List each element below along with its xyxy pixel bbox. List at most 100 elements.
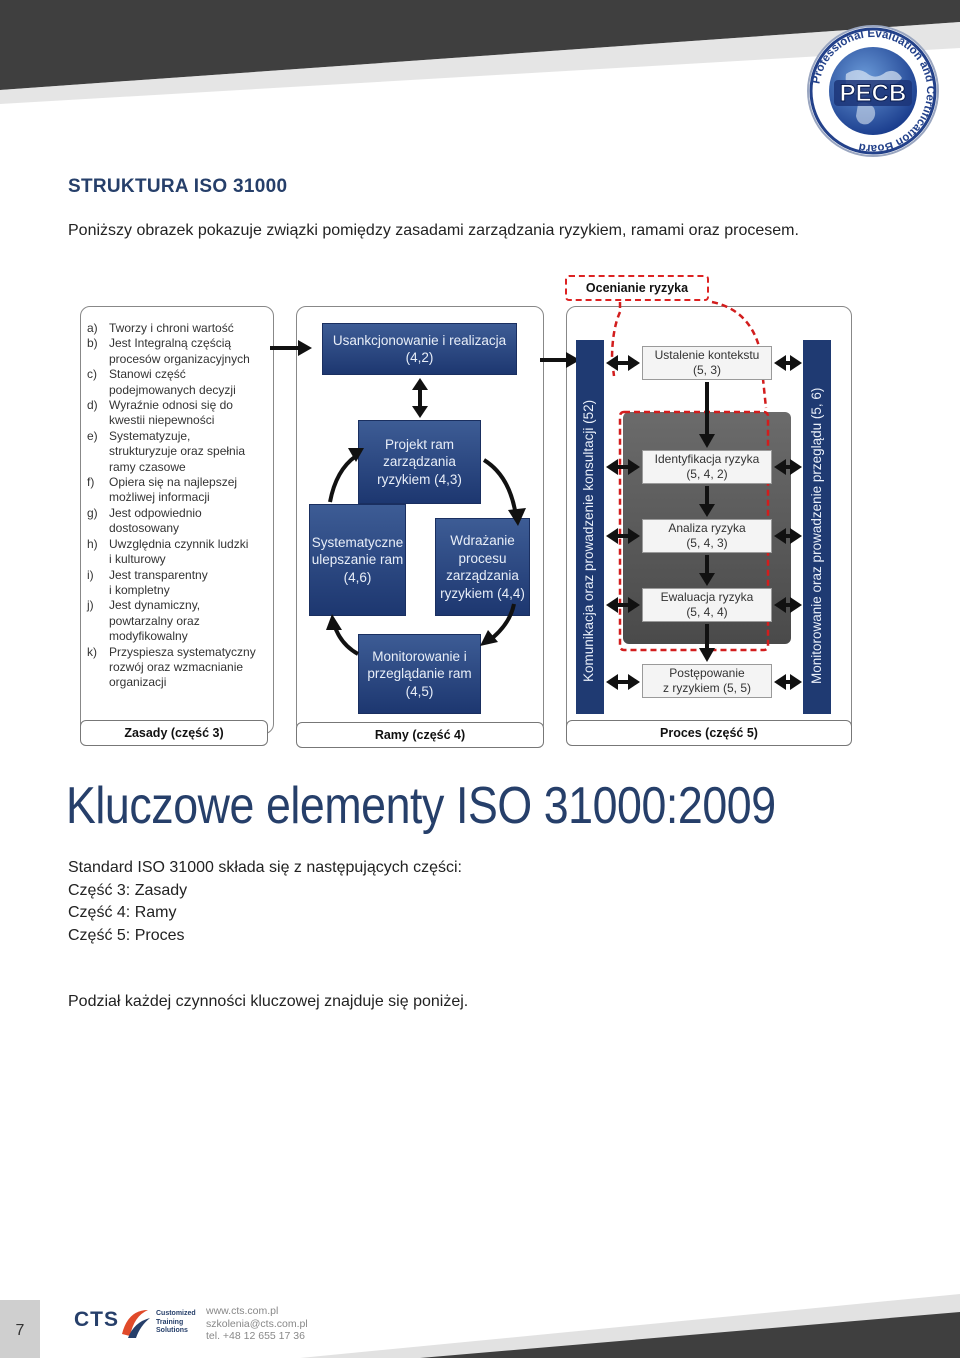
framework-implement-box: Wdrażanie procesu zarządzania ryzykiem (… bbox=[435, 518, 530, 616]
principle-letter: a) bbox=[87, 321, 98, 335]
principle-text: strukturyzuje oraz spełnia bbox=[109, 444, 246, 459]
principle-text: Przyspiesza systematyczny bbox=[109, 644, 256, 659]
arrow-head bbox=[628, 597, 640, 613]
principle-text: możliwej informacji bbox=[109, 490, 210, 505]
step-context-ref: (5, 3) bbox=[692, 363, 721, 377]
principle-item: f) Opiera się na najlepszej bbox=[87, 475, 273, 490]
principle-text: Jest Integralną częścią bbox=[109, 336, 232, 351]
principle-item: kwestii niepewności bbox=[87, 413, 273, 428]
section-title: STRUKTURA ISO 31000 bbox=[68, 176, 288, 197]
arrow-head bbox=[628, 459, 640, 475]
step-identification-ref: (5, 4, 2) bbox=[686, 467, 728, 481]
principles-label: Zasady (część 3) bbox=[80, 720, 268, 746]
principle-letter: f) bbox=[87, 475, 95, 490]
principle-letter: c) bbox=[87, 367, 97, 382]
cts-logo: CTS bbox=[74, 1308, 119, 1331]
principle-item: możliwej informacji bbox=[87, 490, 273, 505]
part-4: Część 4: Ramy bbox=[68, 904, 177, 921]
process-arrows bbox=[606, 355, 802, 690]
principle-text: procesów organizacyjnych bbox=[109, 351, 250, 366]
cts-tagline-3: Solutions bbox=[156, 1327, 188, 1334]
principle-text: Jest transparentny bbox=[109, 567, 208, 582]
principle-item: powtarzalny oraz bbox=[87, 614, 273, 629]
cts-swoosh-icon bbox=[122, 1310, 150, 1338]
monitoring-bar: Monitorowanie oraz prowadzenie przeglądu… bbox=[803, 340, 831, 714]
arrow-head bbox=[606, 674, 618, 690]
principle-text: rozwój oraz wzmacnianie bbox=[109, 659, 244, 674]
arrow-head bbox=[774, 355, 786, 371]
contact-info: www.cts.com.pl szkolenia@cts.com.pl tel.… bbox=[206, 1305, 308, 1343]
principle-item: g)Jest odpowiednio bbox=[87, 506, 273, 521]
svg-text:PECB: PECB bbox=[840, 80, 907, 107]
intro-text: Poniższy obrazek pokazuje związki pomięd… bbox=[68, 222, 799, 239]
arrow-head bbox=[774, 528, 786, 544]
principle-item: j)Jest dynamiczny, bbox=[87, 598, 273, 613]
principle-item: i) Jest transparentny bbox=[87, 568, 273, 583]
monitoring-label: Monitorowanie oraz prowadzenie przeglądu… bbox=[809, 387, 824, 684]
arrow-head bbox=[606, 355, 618, 371]
principle-text: Systematyzuje, bbox=[109, 428, 191, 443]
step-identification: Identyfikacja ryzyka (5, 4, 2) bbox=[642, 450, 772, 484]
framework-monitor-box: Monitorowanie i przeglądanie ram (4,5) bbox=[358, 634, 481, 714]
principle-item: organizacji bbox=[87, 675, 273, 690]
principles-to-framework-arrow bbox=[270, 340, 312, 356]
principle-letter: g) bbox=[87, 505, 98, 520]
principle-letter: k) bbox=[87, 644, 97, 659]
principle-text: dostosowany bbox=[109, 521, 180, 536]
email-link[interactable]: szkolenia@cts.com.pl bbox=[206, 1317, 308, 1330]
principle-text: Opiera się na najlepszej bbox=[109, 475, 238, 490]
principle-text: organizacji bbox=[109, 675, 167, 690]
arrow-head bbox=[790, 597, 802, 613]
pecb-logo: PECB Professional Evaluation and Certifi… bbox=[807, 25, 939, 157]
principle-text: podejmowanych decyzji bbox=[109, 382, 236, 397]
cts-tagline-2: Training bbox=[156, 1318, 184, 1326]
step-treatment: Postępowanie z ryzykiem (5, 5) bbox=[642, 664, 772, 698]
arrow-head bbox=[774, 459, 786, 475]
principle-item: i kulturowy bbox=[87, 552, 273, 567]
arrow-head bbox=[774, 597, 786, 613]
principle-text: powtarzalny oraz bbox=[109, 613, 200, 628]
arrow-head bbox=[628, 674, 640, 690]
framework-cycle-arrows bbox=[326, 378, 526, 656]
framework-to-process-arrow bbox=[540, 352, 580, 368]
communication-label: Komunikacja oraz prowadzenie konsultacji… bbox=[581, 399, 596, 682]
principle-item: rozwój oraz wzmacnianie bbox=[87, 660, 273, 675]
arrow-head bbox=[628, 528, 640, 544]
header-banner bbox=[0, 0, 960, 104]
page-number-tab: 7 bbox=[0, 1300, 40, 1358]
principle-letter: h) bbox=[87, 536, 98, 551]
step-treatment-ref: z ryzykiem (5, 5) bbox=[662, 681, 751, 695]
principle-item: procesów organizacyjnych bbox=[87, 352, 273, 367]
part-5: Część 5: Proces bbox=[68, 926, 185, 944]
step-context: Ustalenie kontekstu (5, 3) bbox=[642, 346, 772, 380]
principle-item: d)Wyraźnie odnosi się do bbox=[87, 398, 273, 413]
arrow-head bbox=[606, 459, 618, 475]
arrow-head bbox=[790, 528, 802, 544]
website-link[interactable]: www.cts.com.pl bbox=[206, 1305, 279, 1317]
principle-item: modyfikowalny bbox=[87, 629, 273, 644]
framework-design-box: Projekt ram zarządzania ryzykiem (4,3) bbox=[358, 420, 481, 504]
parts-list: Standard ISO 31000 składa się z następuj… bbox=[68, 857, 462, 947]
step-analysis: Analiza ryzyka (5, 4, 3) bbox=[642, 519, 772, 553]
page-number: 7 bbox=[15, 1322, 25, 1339]
principle-text: i kompletny bbox=[109, 582, 170, 597]
principle-letter: e) bbox=[87, 428, 98, 443]
principle-text: Uwzględnia czynnik ludzki bbox=[109, 536, 249, 551]
step-analysis-title: Analiza ryzyka bbox=[668, 520, 746, 535]
principle-item: strukturyzuje oraz spełnia bbox=[87, 444, 273, 459]
principle-letter: i) bbox=[87, 567, 94, 582]
step-treatment-title: Postępowanie bbox=[669, 665, 745, 680]
principle-text: modyfikowalny bbox=[109, 629, 188, 644]
principle-item: ramy czasowe bbox=[87, 460, 273, 475]
principle-item: podejmowanych decyzji bbox=[87, 383, 273, 398]
principle-letter: j) bbox=[87, 598, 94, 613]
step-evaluation: Ewaluacja ryzyka (5, 4, 4) bbox=[642, 588, 772, 622]
step-evaluation-title: Ewaluacja ryzyka bbox=[660, 589, 754, 604]
footer-band bbox=[300, 1294, 960, 1358]
arrow-head bbox=[774, 674, 786, 690]
principle-text: ramy czasowe bbox=[109, 459, 186, 474]
principle-text: kwestii niepewności bbox=[109, 413, 215, 428]
step-identification-title: Identyfikacja ryzyka bbox=[654, 451, 760, 466]
